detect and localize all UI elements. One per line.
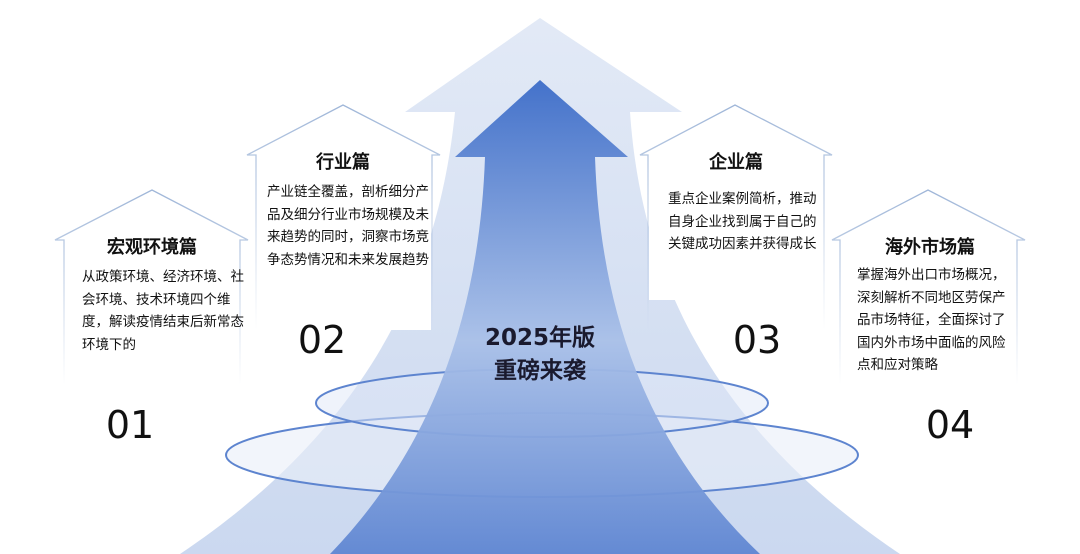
section-title-industry: 行业篇: [316, 152, 370, 173]
section-number-01: 01: [105, 403, 155, 447]
section-number-04: 04: [925, 403, 975, 447]
card-outline-2: [246, 104, 441, 330]
card-outline-3: [639, 104, 833, 330]
card-outline-4: [831, 189, 1026, 385]
section-body-industry: 产业链全覆盖，剖析细分产品及细分行业市场规模及未来趋势的同时，洞察市场竞争态势情…: [267, 184, 429, 268]
center-headline-tagline: 重磅来袭: [494, 358, 586, 384]
section-body-macro: 从政策环境、经济环境、社会环境、技术环境四个维度，解读疫情结束后新常态环境下的: [82, 269, 244, 353]
section-title-enterprise: 企业篇: [709, 152, 763, 173]
section-title-macro: 宏观环境篇: [107, 237, 197, 258]
section-number-03: 03: [732, 318, 782, 362]
section-body-enterprise: 重点企业案例简析，推动自身企业找到属于自己的关键成功因素并获得成长: [668, 191, 817, 252]
card-outline-1: [54, 189, 249, 385]
section-body-overseas: 掌握海外出口市场概况，深刻解析不同地区劳保产品市场特征，全面探讨了国内外市场中面…: [857, 267, 1006, 373]
inner-arrow: [330, 80, 760, 554]
section-title-overseas: 海外市场篇: [885, 237, 975, 258]
section-number-02: 02: [297, 318, 347, 362]
center-headline-year: 2025年版: [484, 325, 596, 351]
